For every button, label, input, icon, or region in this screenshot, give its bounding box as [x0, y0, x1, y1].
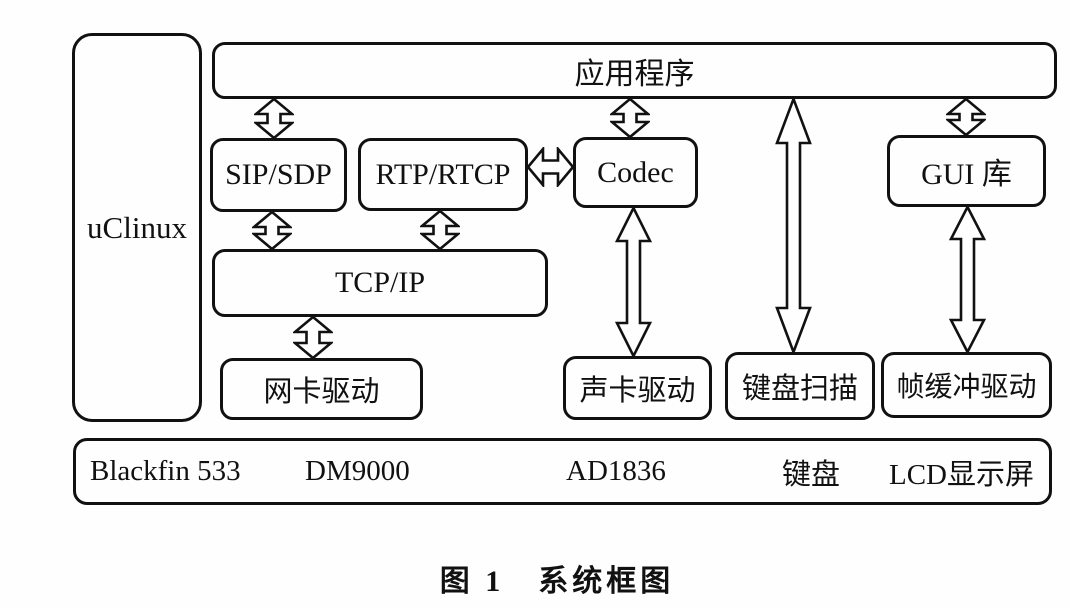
block-gui-library: GUI 库: [887, 135, 1046, 207]
block-codec: Codec: [573, 137, 698, 208]
block-application-label: 应用程序: [574, 57, 695, 91]
arrow-app-gui-icon: [946, 98, 986, 136]
block-uclinux-label: uClinux: [87, 209, 187, 245]
block-tcp-ip: TCP/IP: [212, 249, 548, 317]
arrow-sipsdp-tcpip-icon: [252, 211, 292, 250]
block-framebuffer-driver-label: 帧缓冲驱动: [896, 372, 1037, 403]
block-keyboard-scan-label: 键盘扫描: [741, 373, 858, 405]
arrow-rtprtcp-tcpip-icon: [420, 210, 460, 250]
arrow-codec-sound-icon: [614, 207, 652, 357]
arrow-app-sipsdp-icon: [254, 98, 294, 139]
block-rtp-rtcp: RTP/RTCP: [358, 138, 528, 211]
block-sip-sdp: SIP/SDP: [210, 138, 347, 212]
block-tcp-ip-label: TCP/IP: [334, 266, 426, 299]
hardware-item-lcd-display: LCD显示屏: [889, 458, 1035, 491]
block-keyboard-scan: 键盘扫描: [725, 352, 875, 420]
arrow-app-keyscan-icon: [774, 98, 812, 353]
arrow-app-codec-icon: [610, 98, 650, 138]
block-sound-driver-label: 声卡驱动: [579, 375, 696, 407]
hardware-bar: Blackfin 533 DM9000 AD1836 键盘 LCD显示屏: [73, 438, 1052, 505]
hardware-item-dm9000: DM9000: [305, 455, 410, 487]
block-application: 应用程序: [212, 42, 1057, 99]
hardware-item-blackfin-533: Blackfin 533: [90, 455, 241, 487]
block-nic-driver-label: 网卡驱动: [263, 376, 380, 408]
block-sound-driver: 声卡驱动: [563, 356, 712, 420]
block-codec-label: Codec: [597, 155, 674, 189]
arrow-gui-fb-icon: [948, 206, 986, 353]
block-framebuffer-driver: 帧缓冲驱动: [881, 352, 1052, 418]
block-rtp-rtcp-label: RTP/RTCP: [375, 157, 511, 191]
arrow-tcpip-nic-icon: [293, 316, 333, 359]
figure-caption: 图 1 系统框图: [439, 565, 675, 598]
hardware-item-keyboard: 键盘: [782, 458, 841, 491]
hardware-item-ad1836: AD1836: [566, 455, 666, 487]
arrow-rtprtcp-codec-icon: [527, 147, 574, 187]
block-gui-library-label: GUI 库: [921, 158, 1012, 191]
block-uclinux: uClinux: [72, 33, 202, 422]
block-nic-driver: 网卡驱动: [220, 358, 423, 420]
block-sip-sdp-label: SIP/SDP: [225, 158, 332, 191]
